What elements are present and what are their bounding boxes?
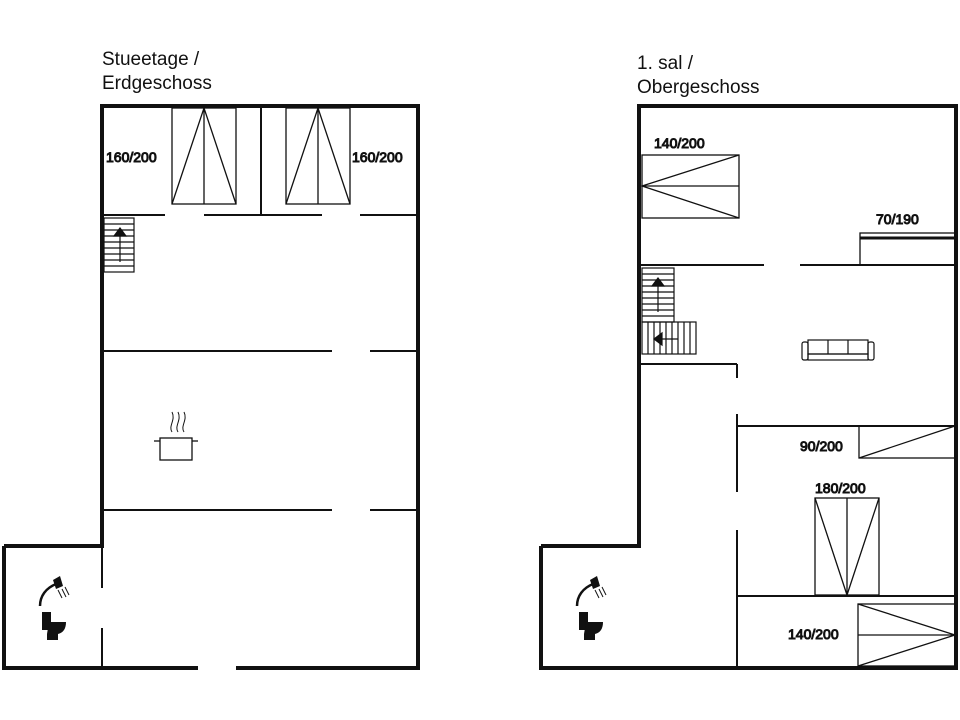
upper-floor-title-line2: Obergeschoss <box>637 77 760 98</box>
ground-floor-title-line1: Stueetage / <box>102 49 200 70</box>
upper-floor-title-line1: 1. sal / <box>637 53 693 74</box>
bed-icon <box>639 154 740 219</box>
shower-icon <box>38 576 70 607</box>
bed-icon <box>858 425 956 459</box>
bed-size-label: 70/190 <box>876 211 919 227</box>
bed-icon <box>857 603 958 667</box>
toilet-icon <box>42 612 66 640</box>
ground-floor-inner-walls <box>101 106 418 668</box>
cooking-pot-icon <box>154 411 198 461</box>
bed-size-label: 160/200 <box>352 149 403 165</box>
bed-icon <box>171 105 237 205</box>
upper-floor-inner-walls <box>641 264 956 668</box>
bed-size-label: 180/200 <box>815 480 866 496</box>
bed-icon <box>814 497 880 598</box>
ground-floor-plan: 160/200 160/200 <box>2 104 420 670</box>
ground-floor-outer-walls <box>2 104 420 670</box>
bed-size-label: 140/200 <box>654 135 705 151</box>
bed-icon <box>285 105 351 205</box>
upper-floor-title: 1. sal / Obergeschoss <box>637 52 760 100</box>
shower-icon <box>575 576 607 607</box>
toilet-icon <box>579 612 603 640</box>
sofa-icon <box>801 339 875 361</box>
ground-floor-title: Stueetage / Erdgeschoss <box>102 48 212 96</box>
ground-floor-title-line2: Erdgeschoss <box>102 73 212 94</box>
bed-icon <box>859 232 956 266</box>
stairs-up-icon <box>641 267 697 355</box>
bed-size-label: 90/200 <box>800 438 843 454</box>
bed-size-label: 160/200 <box>106 149 157 165</box>
stairs-up-icon <box>103 217 135 273</box>
upper-floor-outer-walls <box>539 104 958 670</box>
bed-size-label: 140/200 <box>788 626 839 642</box>
upper-floor-plan: 140/200 70/190 90/200 180/200 140/200 <box>539 104 958 670</box>
